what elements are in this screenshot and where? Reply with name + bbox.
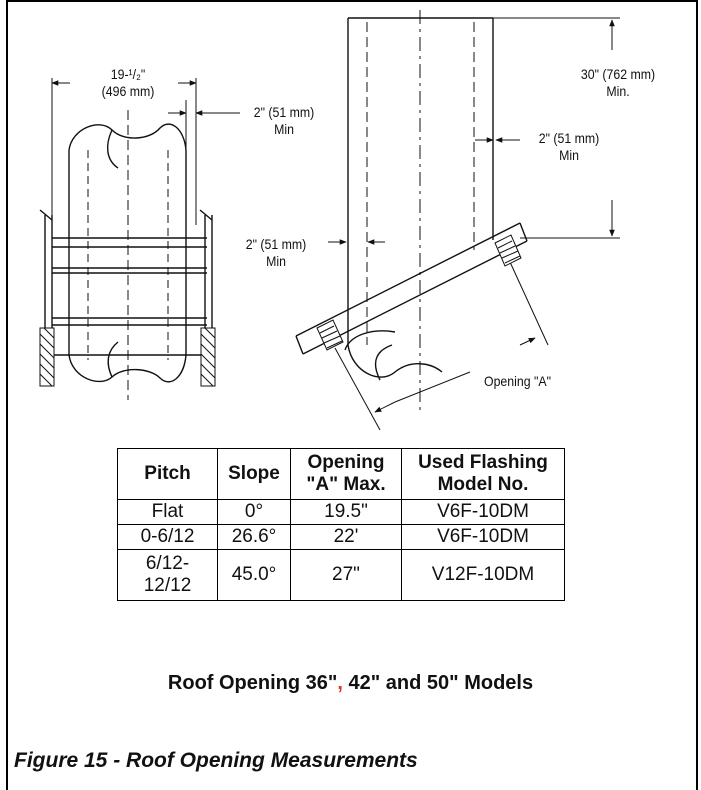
cell-model: V6F-10DM [401, 499, 565, 525]
table-caption: Roof Opening 36", 42" and 50" Models [167, 672, 534, 694]
cell-opening: 19.5" [290, 499, 402, 525]
cell-pitch: 0-6/12 [117, 524, 218, 550]
table-row: 0-6/12 26.6° 22' V6F-10DM [117, 524, 565, 550]
table-header-row: Pitch Slope Opening "A" Max. Used Flashi… [117, 448, 565, 500]
left-clearance-label: 2" (51 mm) Min [253, 104, 315, 137]
roof-opening-drawing [39, 10, 620, 431]
table-row: 6/12- 12/12 45.0° 27" V12F-10DM [117, 549, 565, 601]
roof-opening-table: Pitch Slope Opening "A" Max. Used Flashi… [117, 448, 565, 601]
cell-opening: 22' [290, 524, 402, 550]
height-dimension-label: 30" (762 mm) Min. [580, 66, 656, 99]
header-slope: Slope [217, 448, 291, 500]
header-pitch: Pitch [117, 448, 218, 500]
width-dimension-label: 19-¹/₂" (496 mm) [101, 66, 155, 99]
figure-title: Figure 15 - Roof Opening Measurements [14, 749, 418, 772]
page-frame [6, 0, 698, 790]
cell-slope: 26.6° [217, 524, 291, 550]
cell-model: V6F-10DM [401, 524, 565, 550]
pitched-roof-diagram [295, 10, 620, 431]
flat-roof-insulation [39, 327, 216, 387]
pipe-clearance-label: 2" (51 mm) Min [245, 236, 307, 269]
right-clearance-label: 2" (51 mm) Min [538, 130, 600, 163]
header-model: Used Flashing Model No. [401, 448, 565, 500]
table-row: Flat 0° 19.5" V6F-10DM [117, 499, 565, 525]
opening-a-label: Opening "A" [484, 373, 551, 389]
cell-opening: 27" [290, 549, 402, 601]
cell-pitch: 6/12- 12/12 [117, 549, 218, 601]
pitched-roof-insulation [316, 234, 522, 351]
cell-pitch: Flat [117, 499, 218, 525]
cell-slope: 0° [217, 499, 291, 525]
header-opening: Opening "A" Max. [290, 448, 402, 500]
cell-slope: 45.0° [217, 549, 291, 601]
caption-separator: , [337, 672, 343, 694]
cell-model: V12F-10DM [401, 549, 565, 601]
